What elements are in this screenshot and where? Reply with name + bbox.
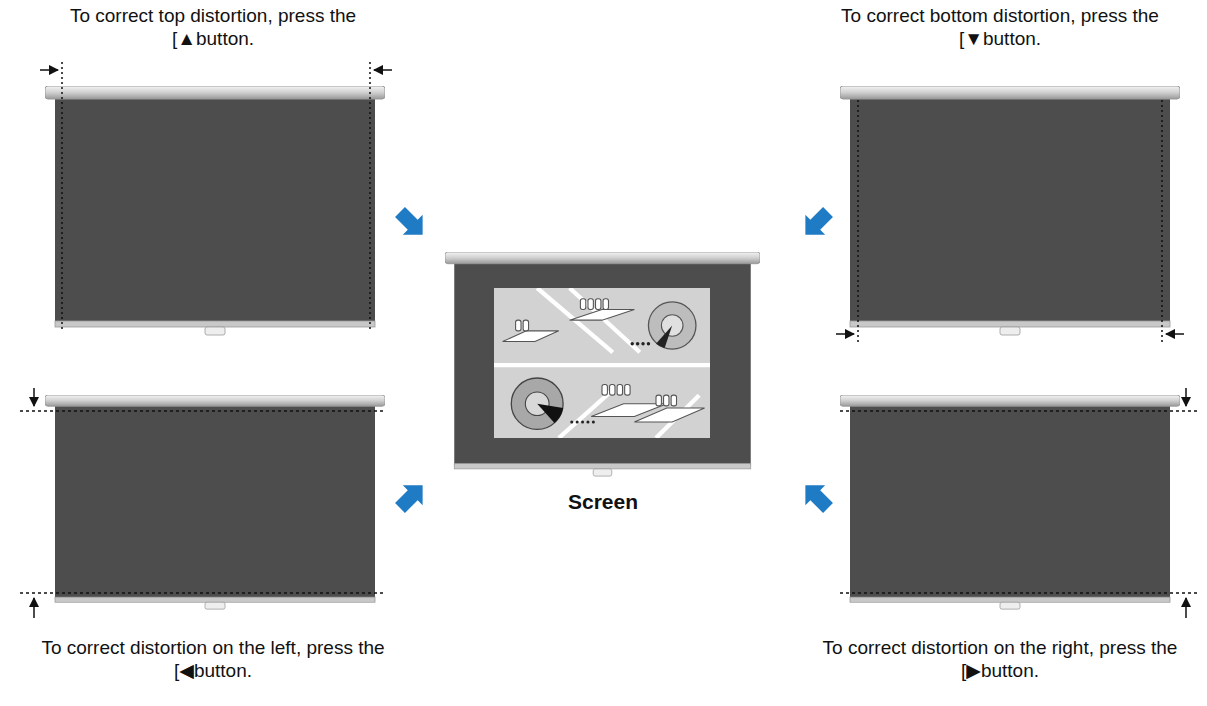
instruction-caption: To correct distortion on the left, press…: [23, 636, 403, 682]
instruction-caption: To correct top distortion, press the [▲b…: [48, 4, 378, 50]
instruction-caption: To correct distortion on the right, pres…: [810, 636, 1190, 682]
screen-label: Screen: [533, 490, 673, 513]
instruction-caption: To correct bottom distortion, press the …: [835, 4, 1165, 50]
